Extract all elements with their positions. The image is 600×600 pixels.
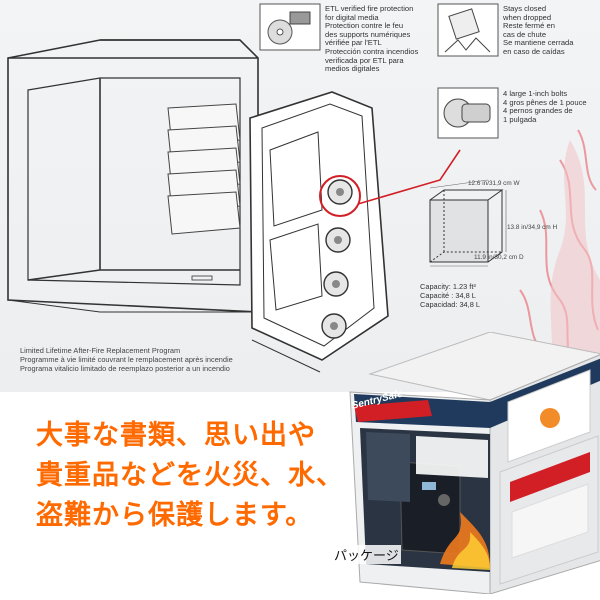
dimension-depth: 11.9 in/30,2 cm D: [474, 254, 524, 261]
dimension-height: 13.8 in/34,9 cm H: [507, 224, 558, 231]
package-label: パッケージ: [332, 545, 401, 564]
callout-line: [357, 149, 461, 205]
package-box-photo: [349, 332, 600, 594]
drop-impact-icon: [437, 3, 499, 57]
feature-bolts-text: 4 large 1-inch bolts 4 gros pênes de 1 p…: [503, 89, 587, 124]
safe-body: [7, 39, 259, 313]
capacity-cube: [429, 189, 504, 263]
product-caption: 大事な書類、思い出や 貴重品などを火災、水、 盗難から保護します。: [36, 420, 344, 531]
warranty-text: Limited Lifetime After-Fire Replacement …: [20, 346, 233, 373]
bolt-highlight-ring: [319, 175, 361, 217]
door-bolts: [321, 179, 353, 339]
safe-interior-files: [167, 103, 241, 235]
feature-media-text: ETL verified fire protection for digital…: [325, 4, 419, 74]
safe-door: [249, 91, 389, 373]
dimension-lines: [429, 179, 507, 267]
cd-drive-icon: [259, 3, 321, 51]
flame-fill: [548, 140, 600, 392]
bolt-icon: [437, 87, 499, 139]
feature-drop-text: Stays closed when dropped Reste fermé en…: [503, 4, 574, 56]
box-panel-photo: ETL verified fire protection for digital…: [0, 0, 600, 392]
capacity-text: Capacity: 1.23 ft³ Capacité : 34,8 L Cap…: [420, 282, 480, 309]
safe-line-drawing: [7, 3, 600, 392]
dimension-width: 12.6 in/31,9 cm W: [468, 180, 520, 187]
